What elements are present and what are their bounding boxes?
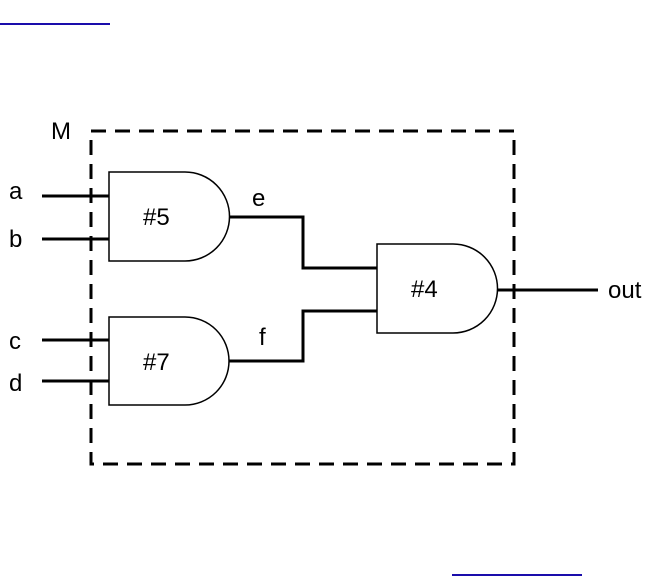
and-gate-4: #4 [377, 244, 498, 333]
wire-f [228, 311, 377, 361]
gate-label-4: #4 [411, 276, 438, 303]
gate-label-5: #5 [143, 204, 170, 231]
input-label-c: c [9, 328, 21, 355]
input-label-b: b [9, 226, 22, 253]
wire-e [228, 217, 377, 268]
input-label-d: d [9, 370, 22, 397]
and-gate-5: #5 [109, 172, 230, 261]
output-label: out [608, 277, 642, 304]
gate-label-7: #7 [143, 349, 170, 376]
module-label: M [51, 118, 71, 145]
input-label-a: a [9, 178, 23, 205]
and-gate-7: #7 [109, 317, 229, 405]
wire-label-f: f [259, 324, 266, 351]
wire-label-e: e [252, 185, 265, 212]
